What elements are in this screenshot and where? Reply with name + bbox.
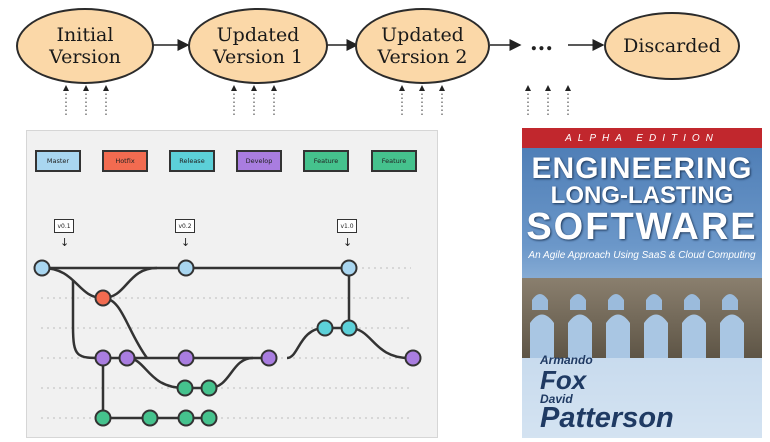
commit-feature-2d (200, 409, 218, 427)
branch-label-feature-1: Feature (303, 150, 349, 172)
commit-feature-2a (94, 409, 112, 427)
commit-develop-3 (177, 349, 195, 367)
commit-develop-1 (94, 349, 112, 367)
tag-arrow-down-icon: ↓ (343, 236, 353, 249)
git-flow-diagram: Master Hotfix Release Develop Feature Fe… (26, 130, 438, 438)
commit-master-2 (177, 259, 195, 277)
git-graph (33, 259, 422, 427)
tag-arrow-down-icon: ↓ (181, 236, 191, 249)
branch-label-feature-2: Feature (371, 150, 417, 172)
commit-feature-2b (141, 409, 159, 427)
branch-label-master: Master (35, 150, 81, 172)
tag-v0-2: v0.2 (175, 219, 195, 233)
tag-v0-1: v0.1 (54, 219, 74, 233)
commit-feature-2c (177, 409, 195, 427)
commit-master-1 (33, 259, 51, 277)
dotted-arrows (63, 85, 571, 115)
author-2-first-name: David (540, 392, 573, 406)
book-title-line-2: LONG-LASTING (550, 182, 734, 209)
branch-label-hotfix: Hotfix (102, 150, 148, 172)
commit-feature-1a (176, 379, 194, 397)
book-title-line-1: ENGINEERING (531, 152, 753, 185)
book-edition-band: ALPHA EDITION (522, 128, 762, 148)
node-discarded: Discarded (604, 12, 740, 80)
tag-arrow-down-icon: ↓ (60, 236, 70, 249)
author-1-last-name: Fox (540, 365, 587, 395)
commit-develop-5 (404, 349, 422, 367)
aqueduct-illustration (522, 278, 762, 438)
book-cover: ALPHA EDITION ENGINEERING LONG-LASTING S… (522, 128, 762, 438)
commit-release-1 (316, 319, 334, 337)
commit-feature-1b (200, 379, 218, 397)
book-title-line-3: SOFTWARE (526, 206, 758, 248)
node-updated-version-2: Updated Version 2 (355, 8, 490, 84)
commit-develop-4 (260, 349, 278, 367)
commit-release-2 (340, 319, 358, 337)
author-1-first-name: Armando (540, 353, 593, 367)
book-subtitle: An Agile Approach Using SaaS & Cloud Com… (528, 250, 756, 261)
author-2-last-name: Patterson (540, 402, 674, 434)
branch-label-release: Release (169, 150, 215, 172)
commit-master-3 (340, 259, 358, 277)
ellipsis: ... (530, 30, 553, 56)
node-updated-version-1: Updated Version 1 (188, 8, 328, 84)
branch-label-develop: Develop (236, 150, 282, 172)
tag-v1-0: v1.0 (337, 219, 357, 233)
commit-develop-2 (118, 349, 136, 367)
commit-hotfix (94, 289, 112, 307)
node-initial-version: Initial Version (16, 8, 154, 84)
